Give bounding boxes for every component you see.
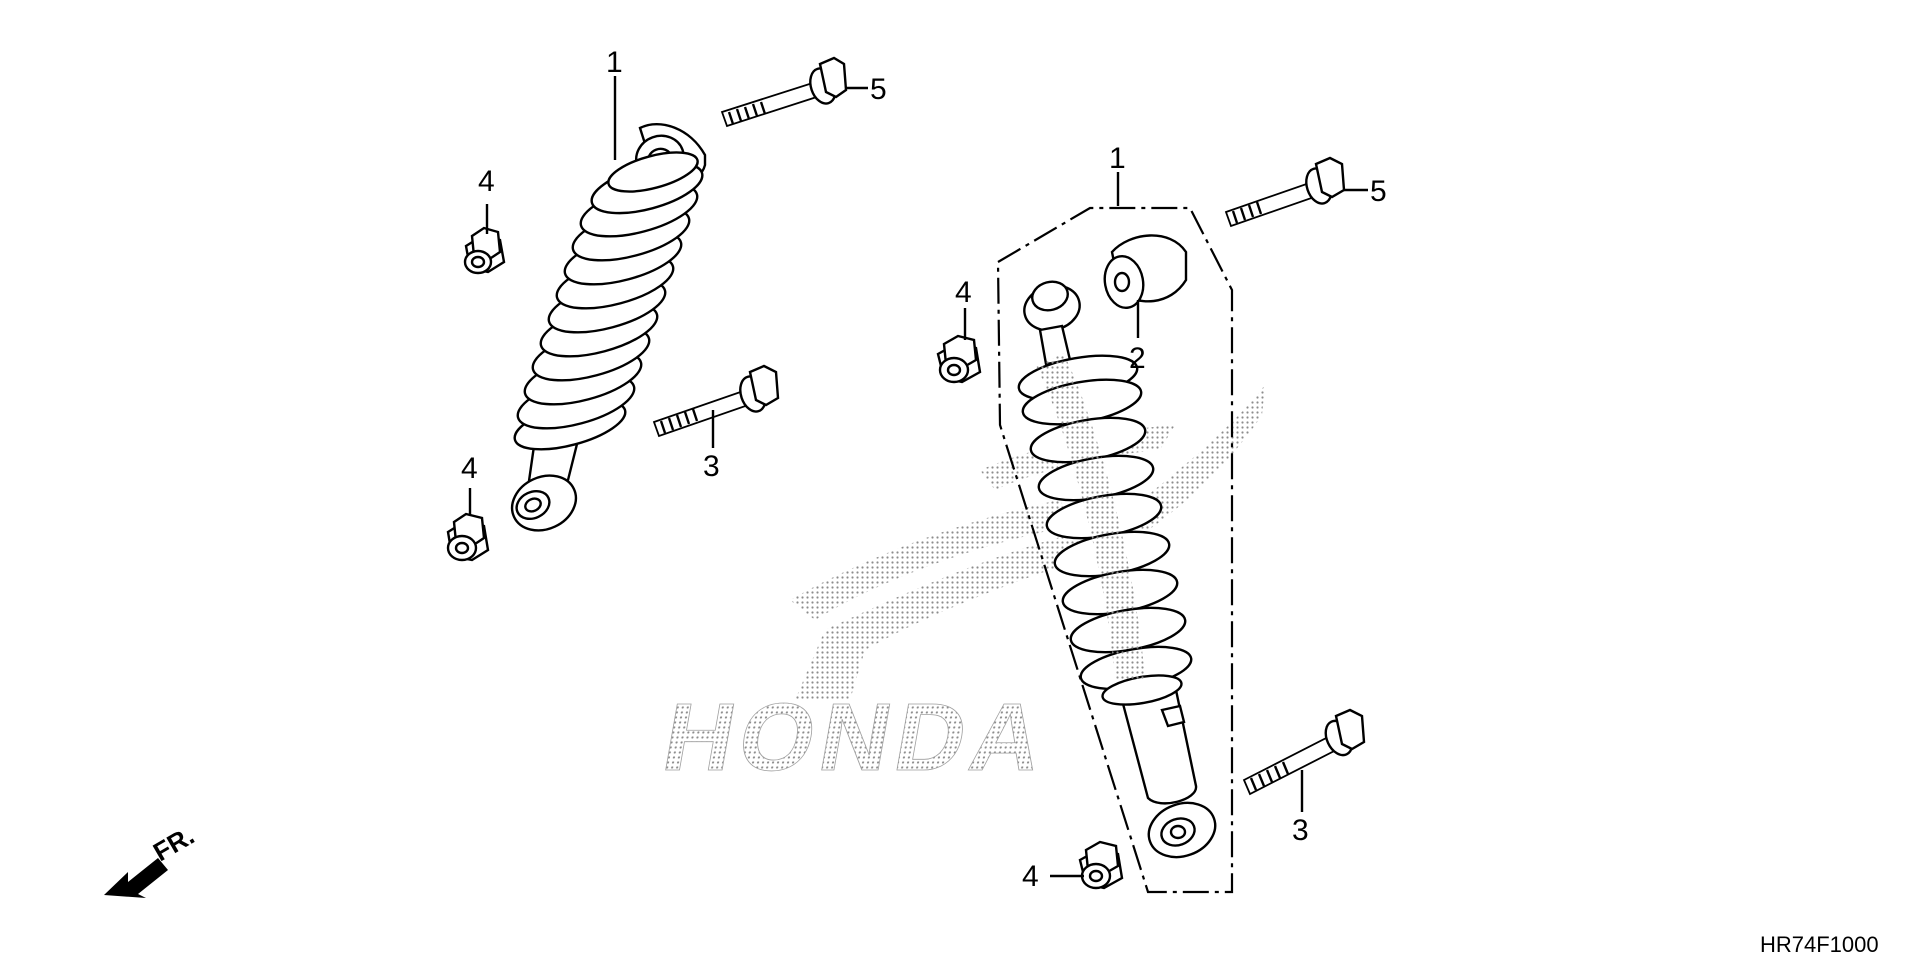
- thread-3: [675, 414, 683, 428]
- right-shock-spring: [1017, 353, 1193, 706]
- thread-5: [759, 101, 767, 115]
- thread-2: [1257, 773, 1266, 787]
- thread-2: [1239, 207, 1247, 221]
- spring-shading: [1036, 353, 1145, 682]
- thread-4: [1255, 201, 1263, 215]
- left-flange-bolt-top: [720, 56, 848, 128]
- left-shock-spring: [513, 151, 704, 451]
- watermark-wordmark: HONDA: [656, 683, 1057, 791]
- wing-feather-1: [790, 500, 1075, 620]
- thread-1: [1231, 210, 1239, 224]
- callout-right-nut-bottom: 4: [1022, 860, 1039, 893]
- wing-logo: [795, 385, 1265, 700]
- thread-4: [1273, 765, 1282, 779]
- thread-4: [751, 103, 759, 117]
- thread-1: [727, 111, 735, 125]
- callout-right-bushing: 2: [1129, 342, 1146, 375]
- right-flange-nut-bottom: [1078, 840, 1124, 890]
- right-upper-eye-ring: [1031, 280, 1069, 312]
- right-shock-lower-body: [1120, 688, 1198, 805]
- thread-5: [691, 408, 699, 422]
- left-flange-nut-bottom: [446, 512, 490, 562]
- thread-3: [1247, 204, 1255, 218]
- right-shock-bushing: [1103, 234, 1188, 310]
- front-direction-indicator: FR.: [104, 820, 199, 898]
- diagram-code: HR74F1000: [1760, 932, 1879, 957]
- callout-left-bolt-top: 5: [870, 73, 887, 106]
- callout-right-bolt-top: 5: [1370, 175, 1387, 208]
- thread-5: [1281, 761, 1290, 775]
- thread-3: [743, 106, 751, 120]
- callout-left-shock: 1: [606, 46, 623, 79]
- left-bolt-top-head: [818, 56, 848, 99]
- leader-lines: [468, 76, 1368, 878]
- right-lower-eye-hole: [1169, 824, 1187, 840]
- right-nut-top-hole: [946, 363, 962, 377]
- left-nut-bottom-hole: [454, 541, 470, 555]
- left-flange-nut-top: [463, 226, 506, 275]
- right-bolt-bottom-head: [1334, 708, 1366, 751]
- right-shock-bracket: [1160, 704, 1186, 728]
- right-nut-bottom-hole: [1088, 869, 1104, 883]
- thread-2: [667, 417, 675, 431]
- callout-left-nut-bottom: 4: [461, 452, 478, 485]
- front-arrow-icon: [104, 858, 168, 898]
- callout-right-nut-top: 4: [955, 276, 972, 309]
- thread-1: [1249, 777, 1258, 791]
- callout-right-bolt-bottom: 3: [1292, 814, 1309, 847]
- right-assembly-group-outline: [996, 206, 1234, 894]
- thread-4: [683, 411, 691, 425]
- thread-1: [659, 420, 667, 434]
- thread-3: [1265, 769, 1274, 783]
- bushing-hole: [1113, 271, 1131, 293]
- left-lower-eye-hole: [524, 497, 542, 513]
- callouts: 1 5 3 4 4 1 2 5 3 4 4: [461, 46, 1387, 893]
- right-flange-nut-top: [936, 334, 982, 384]
- left-bolt-mid-head: [748, 364, 780, 407]
- callout-left-bolt-mid: 3: [703, 450, 720, 483]
- right-flange-bolt-bottom: [1242, 708, 1366, 796]
- thread-2: [735, 108, 743, 122]
- honda-watermark: HONDA: [655, 385, 1265, 791]
- callout-right-shock: 1: [1109, 142, 1126, 175]
- right-shock-absorber: [1017, 280, 1217, 859]
- left-flange-bolt-mid: [652, 364, 780, 438]
- left-shock-absorber: [510, 123, 707, 532]
- right-flange-bolt-top: [1224, 156, 1346, 228]
- left-nut-top-hole: [470, 255, 486, 269]
- callout-left-nut-top: 4: [478, 165, 495, 198]
